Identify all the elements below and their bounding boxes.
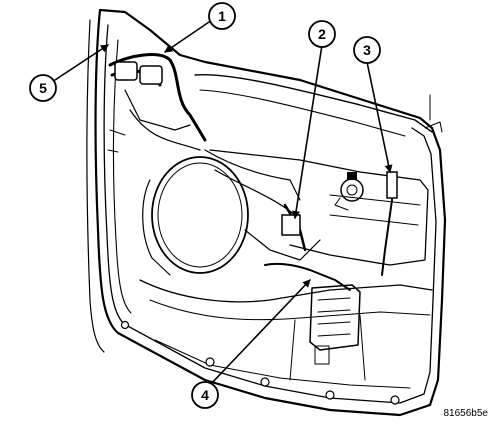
door-frame <box>86 8 447 417</box>
callout-label-2: 2 <box>318 26 326 42</box>
window-crank-boss <box>334 172 364 211</box>
latch-module <box>309 284 361 365</box>
bottom-fasteners <box>120 320 400 405</box>
lower-panel <box>139 279 433 389</box>
callout-1: 1 <box>208 2 236 30</box>
wiring-harness <box>107 53 321 261</box>
callout-3: 3 <box>353 36 381 64</box>
callout-label-3: 3 <box>363 42 371 58</box>
callout-2: 2 <box>308 20 336 48</box>
callout-4: 4 <box>191 381 219 409</box>
leader-lines <box>54 19 393 386</box>
leader-line-1 <box>164 19 213 53</box>
leader-line-4 <box>209 279 311 386</box>
callout-label-5: 5 <box>39 80 47 96</box>
handle-rod <box>381 171 398 276</box>
latch-cable <box>264 262 351 291</box>
callout-5: 5 <box>29 74 57 102</box>
upper-trim-lip <box>194 73 443 137</box>
callout-label-1: 1 <box>218 8 226 24</box>
inner-panel-recess <box>209 149 429 266</box>
leader-line-3 <box>366 61 393 173</box>
speaker-opening <box>142 156 249 276</box>
leader-line-5 <box>54 44 109 81</box>
leader-line-2 <box>292 44 323 219</box>
figure-id-label: 81656b5e <box>444 408 489 419</box>
callout-label-4: 4 <box>201 387 209 403</box>
